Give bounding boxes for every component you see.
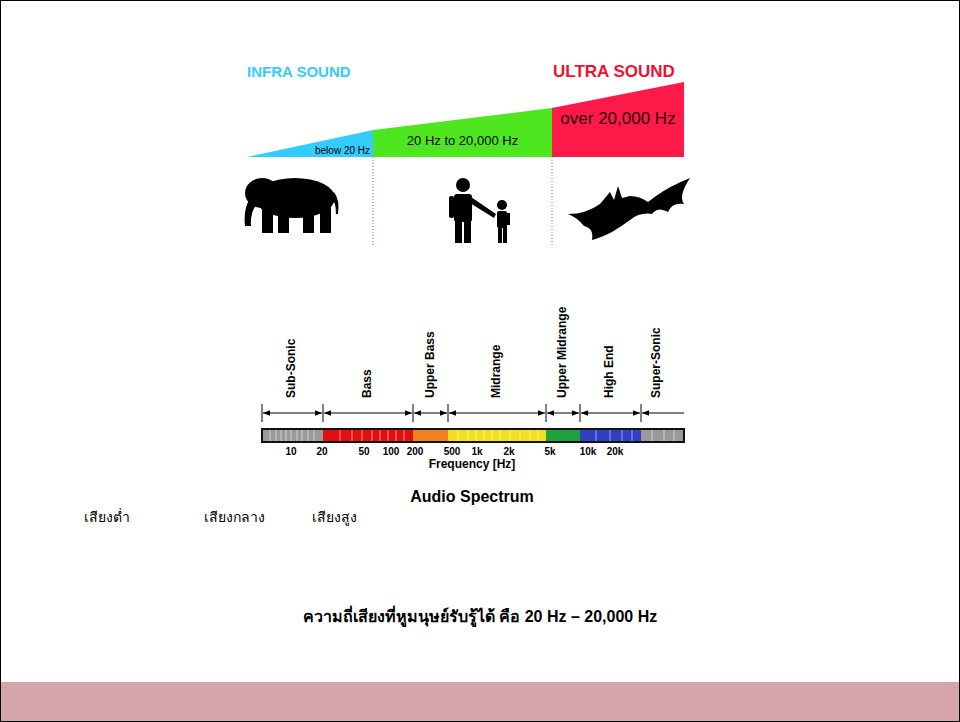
wedge-fill: [247, 130, 373, 157]
range-label: below 20 Hz: [315, 145, 370, 156]
bar-tick: [281, 430, 282, 441]
frequency-tick: 100: [383, 446, 400, 458]
bar-tick: [458, 430, 459, 441]
frequency-tick: 20k: [607, 446, 624, 458]
bar-tick: [372, 430, 373, 441]
band-name: Upper Bass: [424, 331, 438, 398]
wedge-shape: [373, 108, 552, 157]
bar-tick: [380, 430, 381, 441]
band-name: Midrange: [490, 345, 504, 398]
bar-tick: [492, 430, 493, 441]
bar-tick: [340, 430, 341, 441]
frequency-tick: 1k: [471, 446, 482, 458]
frequency-tick: 10: [285, 446, 296, 458]
bar-tick: [286, 430, 287, 441]
audible-band: 20 Hz to 20,000 Hz: [373, 108, 552, 157]
bar-tick: [362, 430, 363, 441]
people-icon: [449, 178, 510, 243]
bar-tick: [396, 430, 397, 441]
infrasound-wedge: below 20 Hz: [247, 130, 373, 157]
bar-tick: [297, 430, 298, 441]
band-name: High End: [603, 345, 617, 398]
footer-band: [1, 682, 959, 721]
bar-tick: [314, 430, 315, 441]
bar-tick: [270, 430, 271, 441]
bar-tick: [610, 430, 611, 441]
pitch-label: เสียงต่ำ: [84, 509, 130, 525]
frequency-tick: 200: [407, 446, 424, 458]
range-arrows: [262, 404, 684, 422]
chart-title: Audio Spectrum: [410, 488, 534, 506]
frequency-tick: 50: [358, 446, 369, 458]
caption: ความถี่เสียงที่หูมนุษย์รับรู้ได้ คือ 20 …: [303, 608, 657, 626]
band-name: Sub-Sonic: [285, 339, 299, 398]
divider-line: [373, 157, 374, 247]
bar-tick: [308, 430, 309, 441]
bar-tick: [352, 430, 353, 441]
wedge-fill: [552, 82, 684, 157]
band-name: Upper Midrange: [556, 307, 570, 398]
bat-icon: [568, 178, 690, 240]
frequency-tick: 5k: [544, 446, 555, 458]
elephant-icon: [245, 178, 339, 233]
bar-tick: [484, 430, 485, 441]
spectrum-bar: [262, 429, 684, 442]
range-label: 20 Hz to 20,000 Hz: [407, 134, 518, 148]
pitch-label: เสียงกลาง: [204, 509, 265, 525]
pitch-label: เสียงสูง: [312, 509, 357, 525]
ultrasound-band: over 20,000 Hz: [552, 82, 684, 157]
bar-tick: [468, 430, 469, 441]
bar-tick: [596, 430, 597, 441]
bar-tick: [530, 430, 531, 441]
infrasound-heading: INFRA SOUND: [247, 63, 351, 80]
bar-tick: [302, 430, 303, 441]
frequency-tick: 500: [444, 446, 461, 458]
bar-tick: [500, 430, 501, 441]
frequency-tick: 2k: [503, 446, 514, 458]
band-name: Bass: [361, 369, 375, 398]
band-name: Super-Sonic: [650, 327, 664, 398]
frequency-tick: 20: [316, 446, 327, 458]
divider-line: [552, 157, 553, 247]
bar-tick: [674, 430, 675, 441]
bar-tick: [276, 430, 277, 441]
bar-tick: [388, 430, 389, 441]
wedge-fill: [373, 108, 552, 157]
bar-tick: [632, 430, 633, 441]
bar-tick: [520, 430, 521, 441]
bar-tick: [510, 430, 511, 441]
range-label: over 20,000 Hz: [560, 110, 675, 129]
ultrasound-heading: ULTRA SOUND: [553, 62, 675, 82]
bar-tick: [476, 430, 477, 441]
axis-title: Frequency [Hz]: [429, 458, 516, 472]
bar-tick: [291, 430, 292, 441]
bar-tick: [652, 430, 653, 441]
frequency-tick: 10k: [580, 446, 597, 458]
bar-tick: [622, 430, 623, 441]
bar-tick: [404, 430, 405, 441]
bar-tick: [664, 430, 665, 441]
bar-tick: [538, 430, 539, 441]
